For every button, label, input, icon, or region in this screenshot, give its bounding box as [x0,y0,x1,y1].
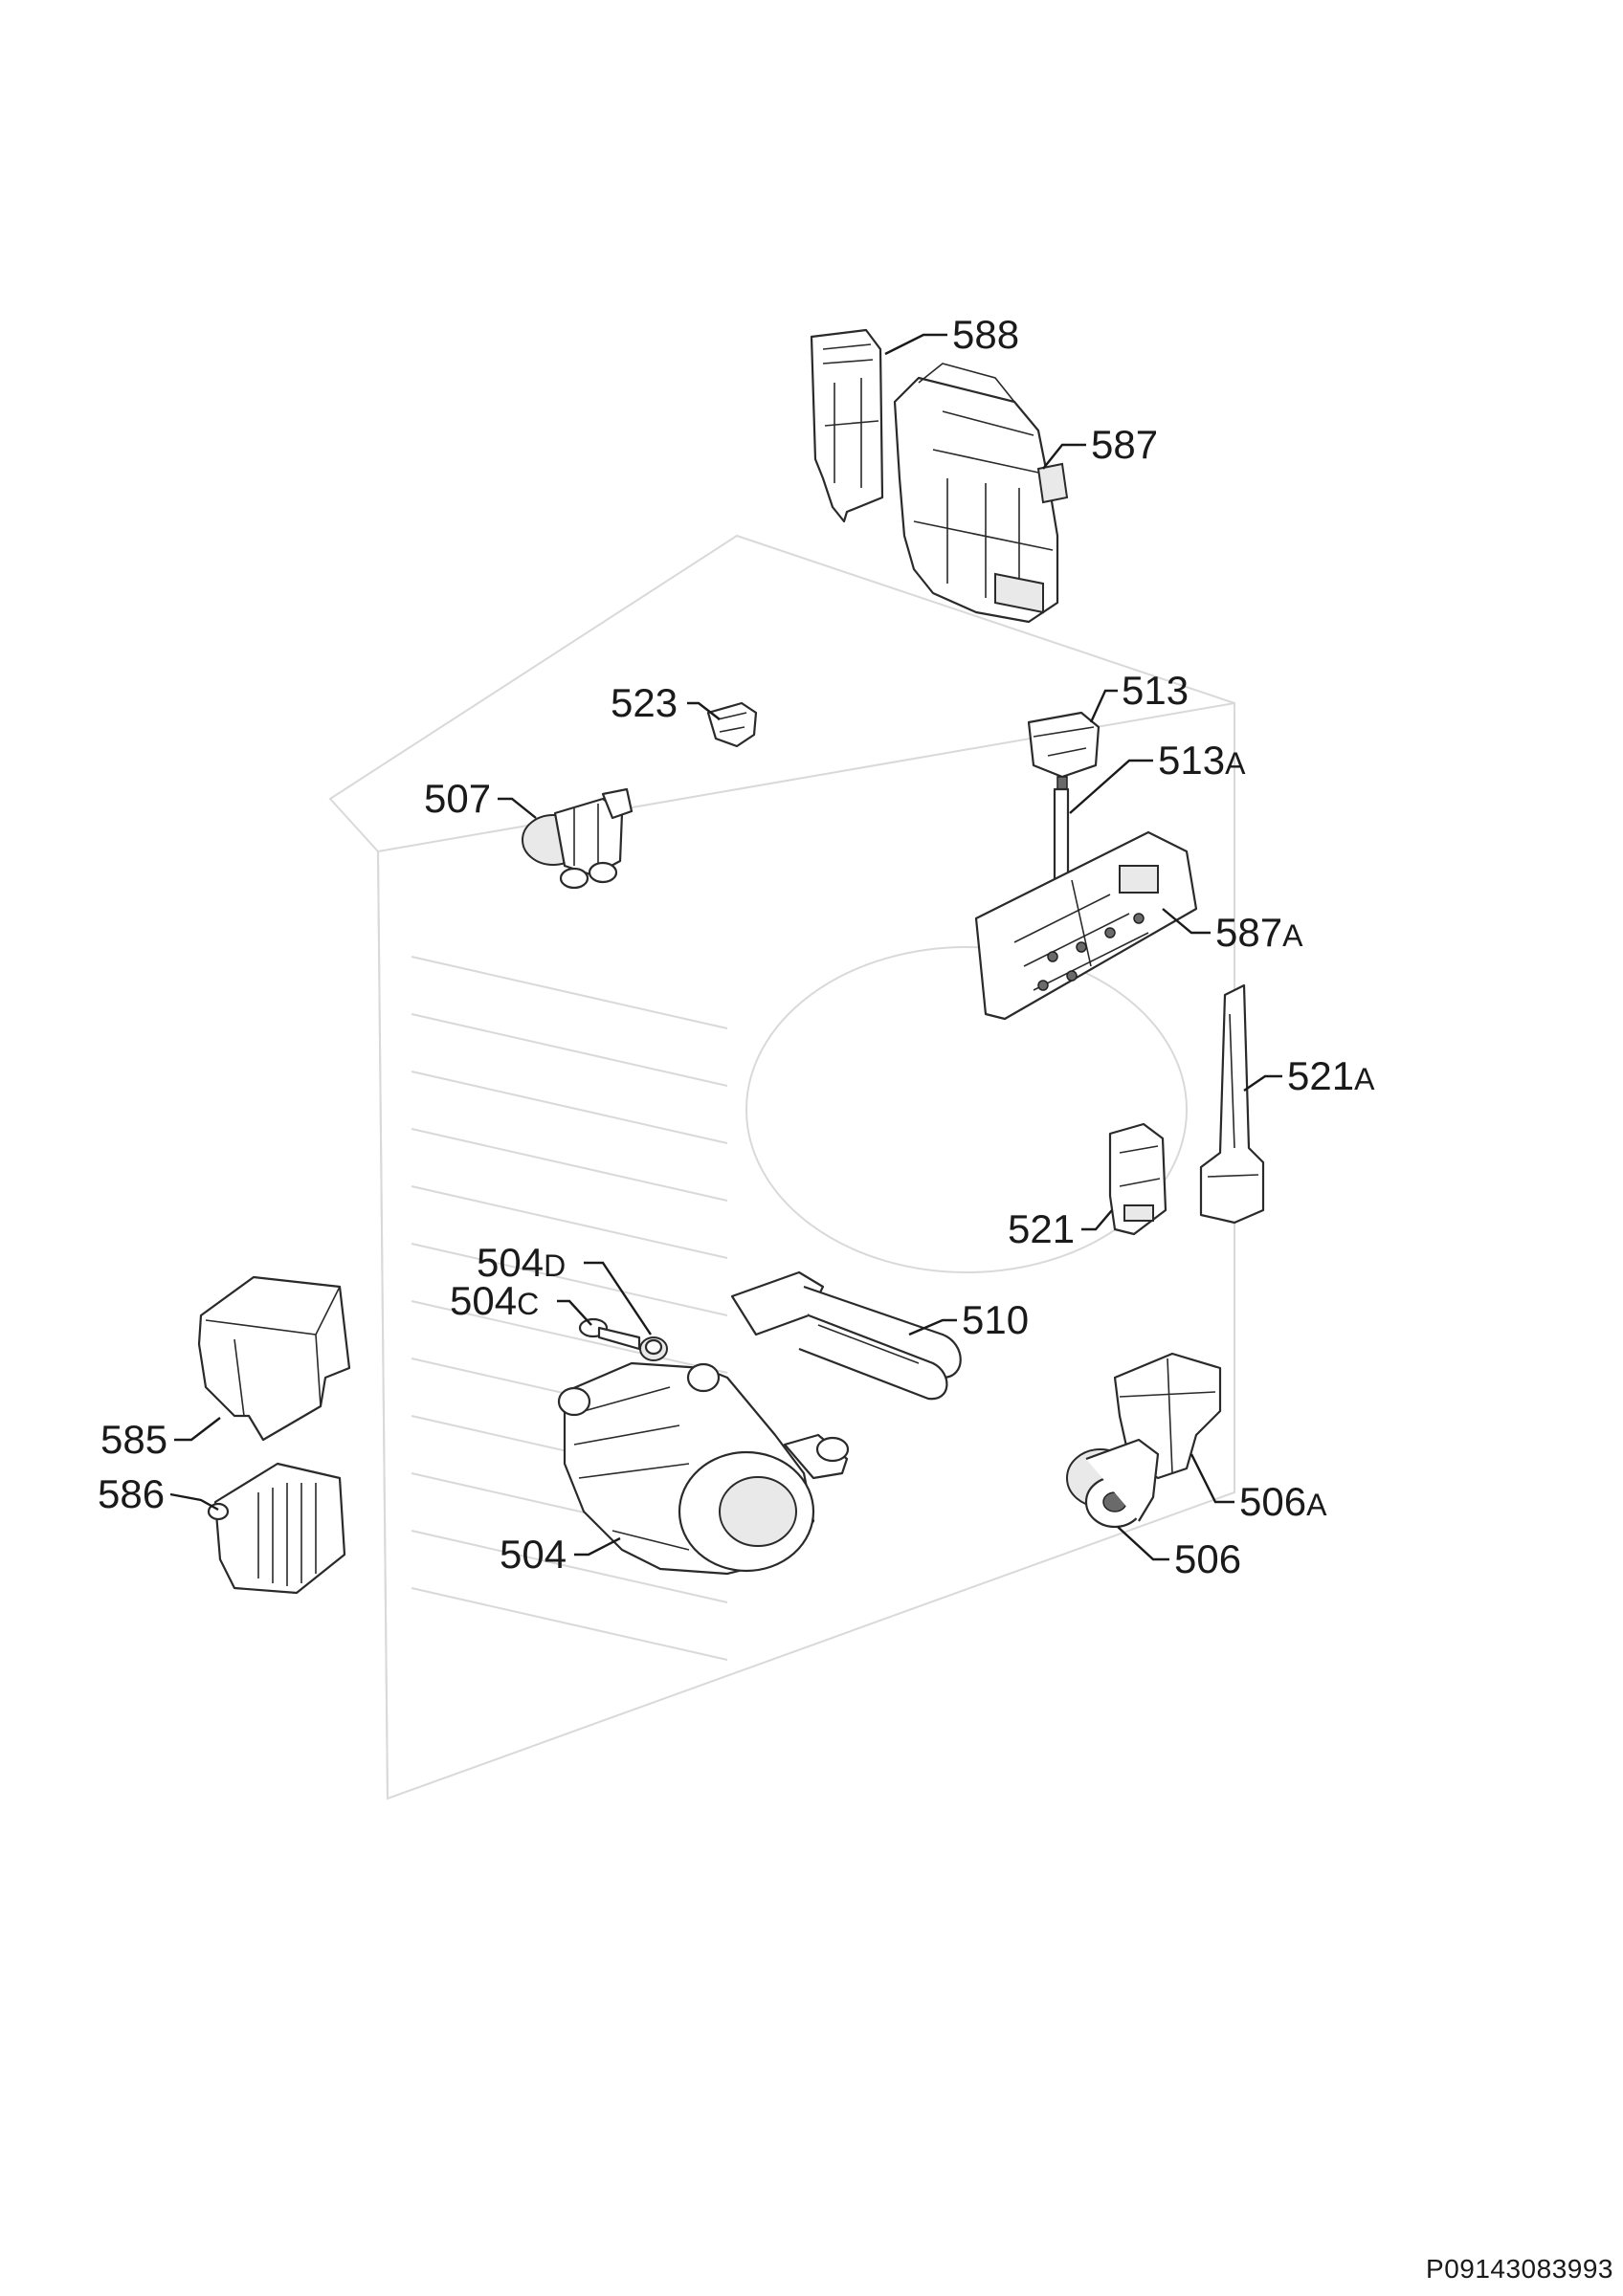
label-510: 510 [962,1297,1029,1342]
part-586-filter-module [207,1462,346,1595]
part-510-heating-element [730,1270,962,1401]
leader-587 [1042,443,1086,470]
label-521: 521 [1008,1206,1075,1251]
part-588-side-bracket [810,328,884,523]
leader-521 [1081,1209,1113,1231]
label-507: 507 [424,776,491,821]
leader-513 [1089,689,1118,723]
leader-587A [1162,908,1211,935]
cabinet-ghost-outline [328,534,1235,1800]
leader-506 [1117,1526,1169,1561]
leader-588 [884,333,947,356]
part-521A-rod [1199,983,1265,1225]
label-587A: 587A [1215,910,1303,955]
leader-586 [169,1492,219,1512]
leader-504 [574,1536,621,1556]
part-513-pressure-switch [1027,711,1101,795]
label-521A: 521A [1287,1053,1375,1098]
leader-510 [908,1318,957,1336]
part-587-main-frame [893,363,1069,624]
document-code: P09143083993 [1426,2254,1613,2284]
part-507-inlet-valve [522,787,634,890]
label-586: 586 [98,1471,165,1516]
part-585-cover [197,1275,351,1442]
part-587A-control-board [974,830,1198,1021]
part-504-motor [557,1361,850,1576]
leader-513A [1069,759,1153,814]
leader-506A [1189,1453,1234,1504]
leader-507 [498,797,537,819]
leader-lines [169,333,1282,1561]
part-521-door-lock [1108,1122,1167,1236]
label-504D: 504D [477,1240,566,1285]
label-523: 523 [611,680,678,725]
leader-521A [1243,1074,1282,1092]
label-504C: 504C [450,1278,539,1323]
label-585: 585 [100,1417,167,1462]
label-513A: 513A [1158,738,1246,783]
label-588: 588 [952,312,1019,357]
label-506: 506 [1174,1536,1241,1581]
label-504: 504 [500,1532,567,1577]
leader-523 [687,701,721,720]
label-587: 587 [1091,422,1158,467]
leader-585 [174,1417,221,1442]
leader-504C [557,1299,592,1326]
part-506-drain-pump [1066,1438,1160,1529]
leader-504D [584,1261,652,1336]
part-523-clip [706,701,758,748]
label-513: 513 [1122,668,1189,713]
part-504D-bushing [639,1336,668,1361]
callout-labels: 588 587 523 513 513A 507 587A 521A 521 5… [98,312,1375,1581]
label-506A: 506A [1239,1479,1327,1524]
